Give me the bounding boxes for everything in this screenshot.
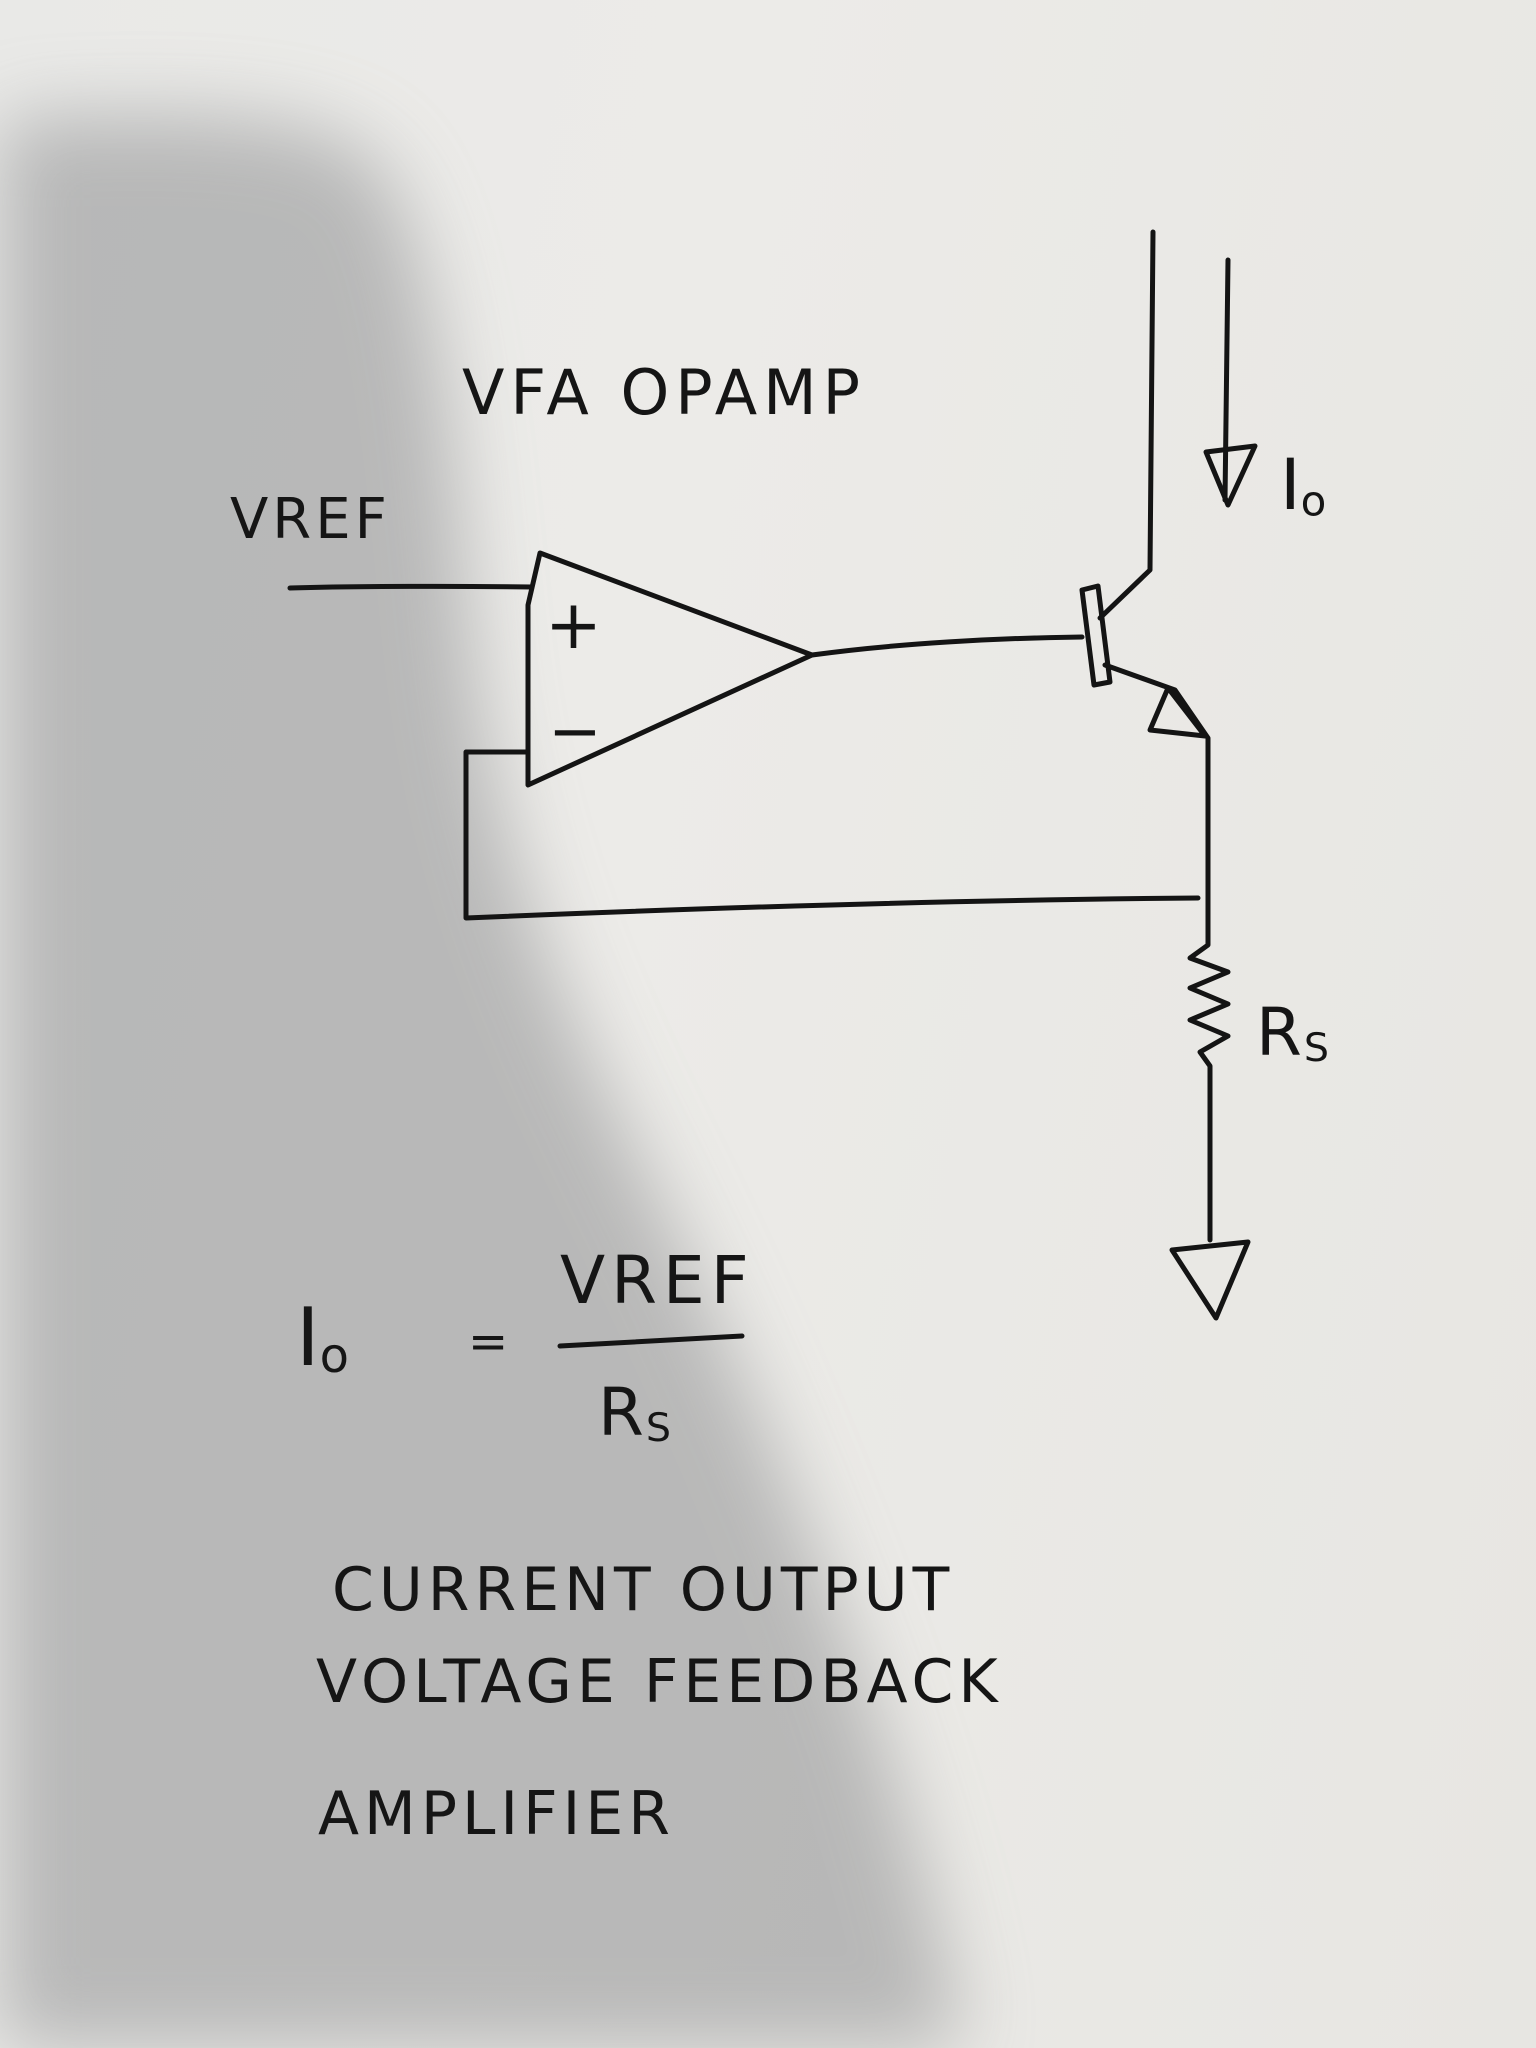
equation-denominator-symbol: R bbox=[598, 1374, 646, 1451]
output-current-subscript: o bbox=[1300, 476, 1327, 526]
caption-line-3: AMPLIFIER bbox=[318, 1779, 675, 1849]
equation-lhs-subscript: o bbox=[319, 1328, 349, 1385]
noninverting-input-sign: + bbox=[545, 586, 602, 665]
inverting-input-sign: − bbox=[548, 695, 602, 769]
resistor-label: RS bbox=[1256, 1000, 1329, 1069]
output-current-arrow bbox=[1222, 257, 1231, 503]
equation-denominator: RS bbox=[598, 1380, 671, 1449]
transistor-emitter bbox=[1102, 662, 1211, 903]
equation-lhs-symbol: I bbox=[296, 1291, 320, 1384]
caption-line-2: VOLTAGE FEEDBACK bbox=[316, 1647, 1003, 1717]
fraction-bar bbox=[557, 1333, 745, 1349]
equation-lhs: Io bbox=[296, 1298, 349, 1381]
feedback-wire bbox=[463, 749, 1201, 921]
output-current-symbol: I bbox=[1280, 444, 1301, 526]
equation-equals: = bbox=[468, 1314, 509, 1370]
vref-input-wire bbox=[287, 583, 535, 591]
transistor-collector bbox=[1097, 229, 1156, 621]
resistor-symbol: R bbox=[1256, 994, 1304, 1071]
sense-resistor bbox=[1187, 897, 1231, 1243]
transistor-base-bar bbox=[1079, 583, 1113, 688]
opamp-output-wire bbox=[809, 634, 1085, 658]
equation-denominator-subscript: S bbox=[645, 1404, 671, 1451]
ground-arrow bbox=[1169, 1239, 1251, 1321]
emitter-arrow bbox=[1147, 685, 1208, 739]
equation-numerator: VREF bbox=[560, 1242, 755, 1319]
output-current-arrowhead bbox=[1203, 443, 1258, 508]
resistor-subscript: S bbox=[1303, 1024, 1329, 1071]
opamp-title: VFA OPAMP bbox=[462, 356, 867, 429]
output-current-label: Io bbox=[1280, 450, 1326, 522]
vref-label: VREF bbox=[230, 487, 391, 552]
caption-line-1: CURRENT OUTPUT bbox=[332, 1555, 955, 1625]
